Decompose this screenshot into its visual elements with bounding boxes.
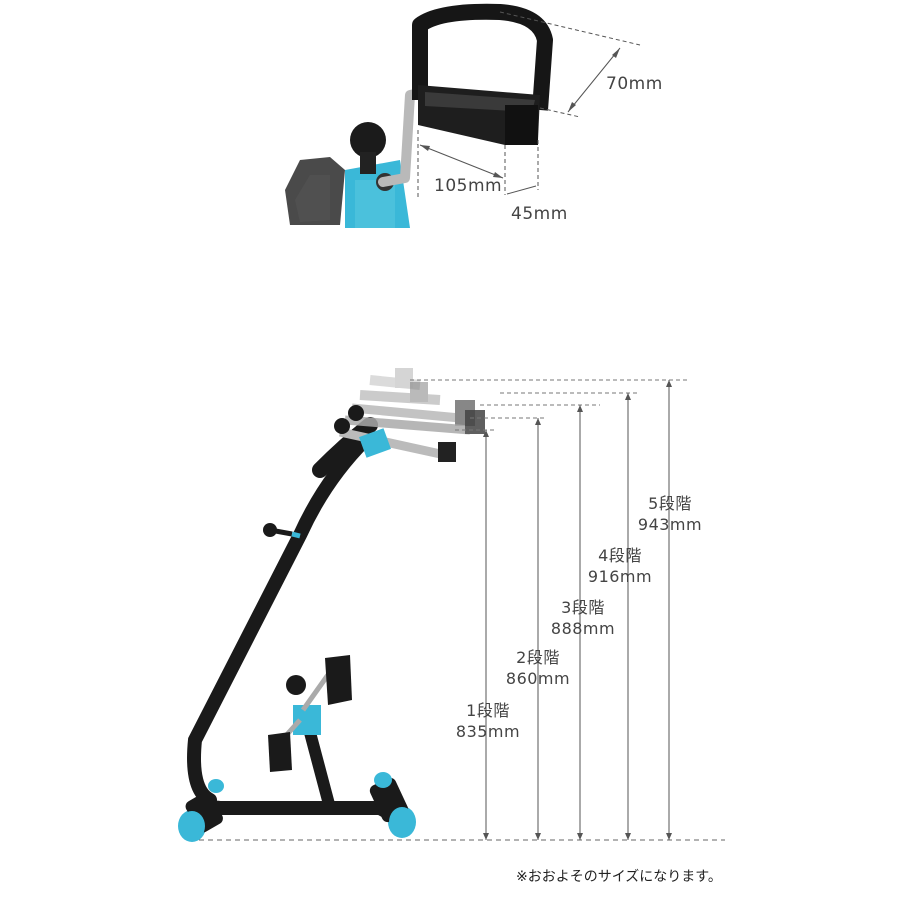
arrowhead — [625, 393, 631, 400]
pedal-closeup — [285, 3, 641, 228]
size-disclaimer: ※おおよそのサイズになります。 — [516, 869, 722, 885]
arrowhead — [483, 430, 489, 437]
lower-pedal-front — [325, 655, 352, 705]
level-3-name: 3段階 — [561, 598, 605, 617]
level-1-name: 1段階 — [466, 701, 510, 720]
arrowhead — [666, 833, 672, 840]
top-hub-blue — [359, 428, 391, 458]
arrowhead — [625, 833, 631, 840]
level-4-name: 4段階 — [598, 546, 642, 565]
level-4-label: 4段階 916mm — [584, 545, 656, 587]
level-3-label: 3段階 888mm — [547, 597, 619, 639]
arrowhead — [666, 380, 672, 387]
pedal-depth-label: 45mm — [511, 204, 568, 224]
adjust-knob — [350, 122, 386, 158]
height-dimension-lines — [410, 379, 690, 840]
level-1-height: 835mm — [455, 722, 521, 741]
machine-side-view — [178, 368, 725, 842]
level-2-name: 2段階 — [516, 648, 560, 667]
level-4-height: 916mm — [587, 567, 653, 586]
level-5-height: 943mm — [637, 515, 703, 534]
arrowhead — [577, 405, 583, 412]
arrowhead — [483, 833, 489, 840]
level-3-height: 888mm — [550, 619, 616, 638]
lower-pedal-back — [268, 732, 292, 772]
level-2-height: 860mm — [505, 669, 571, 688]
arrowhead — [535, 833, 541, 840]
top-pedal-positions — [334, 368, 485, 462]
pedal-width-label: 105mm — [434, 176, 503, 196]
pedal-strap — [412, 3, 553, 111]
arrowhead — [577, 833, 583, 840]
level-2-label: 2段階 860mm — [502, 647, 574, 689]
arrowhead — [535, 418, 541, 425]
pedal-height-label: 70mm — [606, 74, 663, 94]
level-5-label: 5段階 943mm — [634, 493, 706, 535]
level-5-name: 5段階 — [648, 494, 692, 513]
level-1-label: 1段階 835mm — [452, 700, 524, 742]
